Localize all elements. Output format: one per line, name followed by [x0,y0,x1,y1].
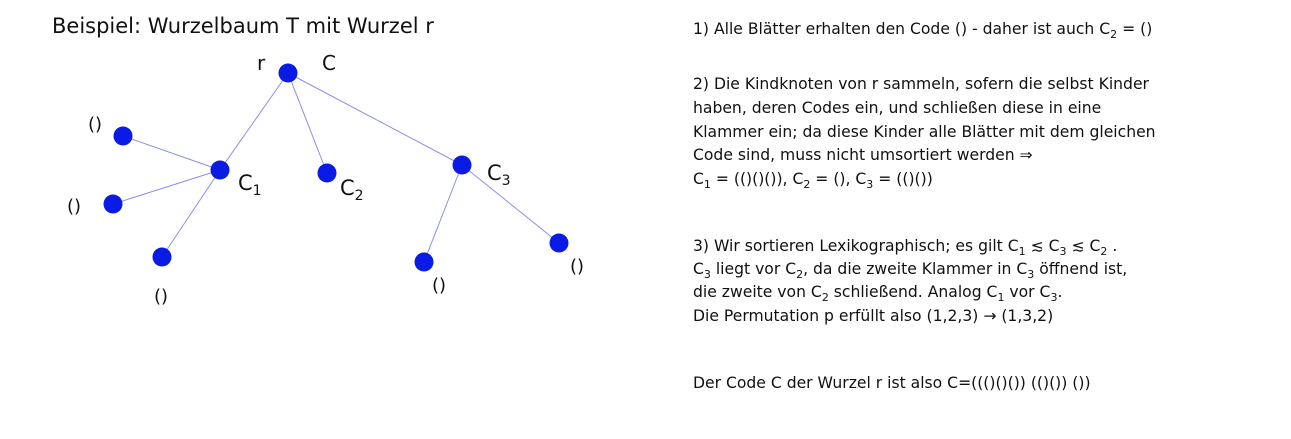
text-segment: = (()()) [873,170,933,188]
leaf-node [103,194,123,214]
text-segment: Die Permutation p erfüllt also (1,2,3) →… [693,307,1054,325]
root-code-label: C [322,51,336,75]
text-line: C1 = (()()()), C2 = (), C3 = (()()) [693,168,933,192]
subscript: 3 [1059,245,1067,258]
inner-node-c1 [210,160,230,180]
tree-edge [161,169,221,258]
subscript: 2 [1110,28,1118,41]
text-segment: die zweite von C [693,283,822,301]
text-segment: . [1057,283,1063,301]
text-line: Der Code C der Wurzel r ist also C=((()(… [693,372,1091,396]
text-line: C3 liegt vor C2, da die zweite Klammer i… [693,258,1127,282]
text-segment: ≲ C [1025,237,1060,255]
tree-edge [219,72,289,171]
text-segment: liegt vor C [710,260,797,278]
text-segment: schließend. Analog C [828,283,998,301]
leaf-code-label: () [67,196,81,217]
tree-edge [287,72,463,166]
c3-label: C3 [487,161,511,189]
leaf-code-label: () [154,286,168,307]
subscript: 2 [803,178,811,191]
text-segment: Code sind, muss nicht umsortiert werden … [693,146,1033,164]
text-segment: Klammer ein; da diese Kinder alle Blätte… [693,123,1156,141]
text-segment: = () [1117,20,1153,38]
inner-node-c3 [452,155,472,175]
inner-node-c2 [317,163,337,183]
tree-edge [423,164,463,263]
subscript: 3 [1050,291,1058,304]
text-line: Code sind, muss nicht umsortiert werden … [693,144,1033,168]
slide-title: Beispiel: Wurzelbaum T mit Wurzel r [52,14,434,38]
tree-edge [287,72,328,174]
text-line: die zweite von C2 schließend. Analog C1 … [693,281,1062,305]
subscript: 2 [1100,245,1108,258]
root-node [278,63,298,83]
text-segment: . [1107,237,1118,255]
text-segment: ≲ C [1066,237,1101,255]
text-segment: öffnend ist, [1034,260,1128,278]
subscript: 1 [703,178,711,191]
subscript: 2 [796,268,804,281]
subscript: 3 [866,178,874,191]
text-line: 2) Die Kindknoten von r sammeln, sofern … [693,73,1149,97]
text-segment: 2) Die Kindknoten von r sammeln, sofern … [693,75,1149,93]
text-line: Klammer ein; da diese Kinder alle Blätte… [693,121,1156,145]
leaf-node [152,247,172,267]
text-segment: = (()()()), C [710,170,804,188]
text-line: 3) Wir sortieren Lexikographisch; es gil… [693,235,1117,259]
leaf-node [113,126,133,146]
subscript: 1 [1018,245,1026,258]
text-segment: haben, deren Codes ein, und schließen di… [693,99,1102,117]
tree-edge [461,164,560,244]
c2-label: C2 [340,176,364,204]
text-segment: C [693,260,704,278]
subscript: 3 [1027,268,1035,281]
text-segment: 1) Alle Blätter erhalten den Code () - d… [693,20,1111,38]
leaf-node [414,252,434,272]
text-line: 1) Alle Blätter erhalten den Code () - d… [693,18,1152,42]
leaf-code-label: () [570,256,584,277]
leaf-code-label: () [88,114,102,135]
leaf-node [549,233,569,253]
text-segment: vor C [1004,283,1051,301]
subscript: 2 [821,291,829,304]
tree-edge [112,169,221,205]
text-segment: Der Code C der Wurzel r ist also C=((()(… [693,374,1091,392]
c1-label: C1 [238,171,262,199]
leaf-code-label: () [432,275,446,296]
root-label: r [257,51,266,75]
text-segment: = (), C [810,170,867,188]
subscript: 1 [997,291,1005,304]
text-line: haben, deren Codes ein, und schließen di… [693,97,1101,121]
subscript: 3 [703,268,711,281]
rooted-tree-diagram: r C C1 C2 C3 () () () () () [67,51,584,307]
text-segment: 3) Wir sortieren Lexikographisch; es gil… [693,237,1019,255]
text-segment: C [693,170,704,188]
tree-edge [122,135,221,171]
text-line: Die Permutation p erfüllt also (1,2,3) →… [693,305,1053,329]
text-segment: , da die zweite Klammer in C [803,260,1028,278]
